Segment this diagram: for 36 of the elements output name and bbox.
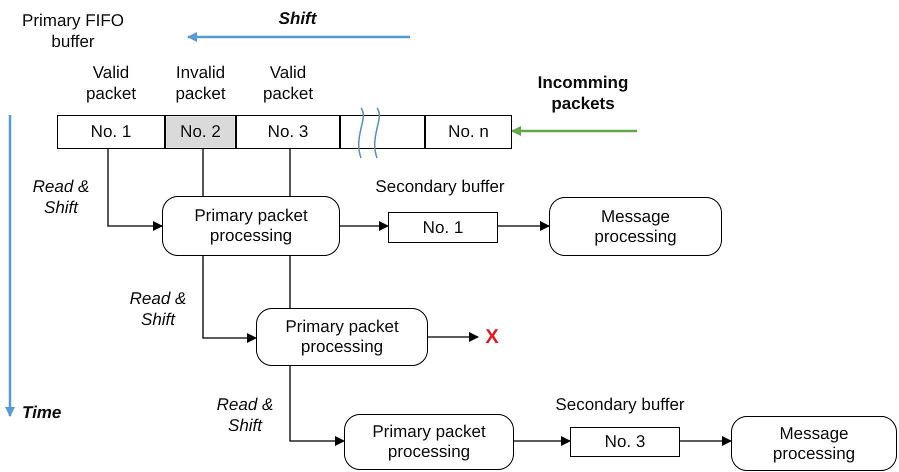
buffer-cell: No. 3 <box>236 115 340 149</box>
buffer-box: No. 1 <box>388 212 498 243</box>
connector-line <box>289 256 291 308</box>
node-label: Secondary buffer <box>554 394 686 415</box>
incoming-arrow <box>511 126 637 136</box>
direction-label: Shift <box>278 8 318 29</box>
arrow <box>428 332 479 342</box>
arrow <box>289 366 345 446</box>
node-label: Valid packet <box>84 62 138 104</box>
process-box: Message processing <box>731 416 897 471</box>
arrow <box>680 436 732 446</box>
connector-line <box>202 149 204 196</box>
process-box: Primary packet processing <box>344 414 514 470</box>
node-label: Secondary buffer <box>374 176 506 197</box>
arrow <box>107 149 163 231</box>
arrow <box>340 221 389 231</box>
buffer-cell: No. 2 <box>165 115 236 149</box>
buffer-cell: No. 1 <box>57 115 165 149</box>
buffer-box: No. 3 <box>570 427 680 457</box>
process-box: Message processing <box>549 197 722 256</box>
arrow <box>498 221 550 231</box>
arrow <box>514 436 571 446</box>
connector-line <box>289 149 291 196</box>
heading: Primary FIFO buffer <box>21 10 125 52</box>
axis-label: Time <box>22 402 62 423</box>
edge-label: Read & Shift <box>128 288 188 330</box>
edge-label: Read & Shift <box>216 394 274 436</box>
arrow <box>202 256 257 343</box>
heading: Incomming packets <box>536 72 630 114</box>
process-box: Primary packet processing <box>162 196 340 256</box>
edge-label: Read & Shift <box>32 176 90 218</box>
process-box: Primary packet processing <box>256 308 428 366</box>
buffer-cell: No. n <box>425 115 512 149</box>
discard-mark: X <box>478 324 506 350</box>
node-label: Invalid packet <box>174 62 227 104</box>
node-label: Valid packet <box>262 62 314 104</box>
